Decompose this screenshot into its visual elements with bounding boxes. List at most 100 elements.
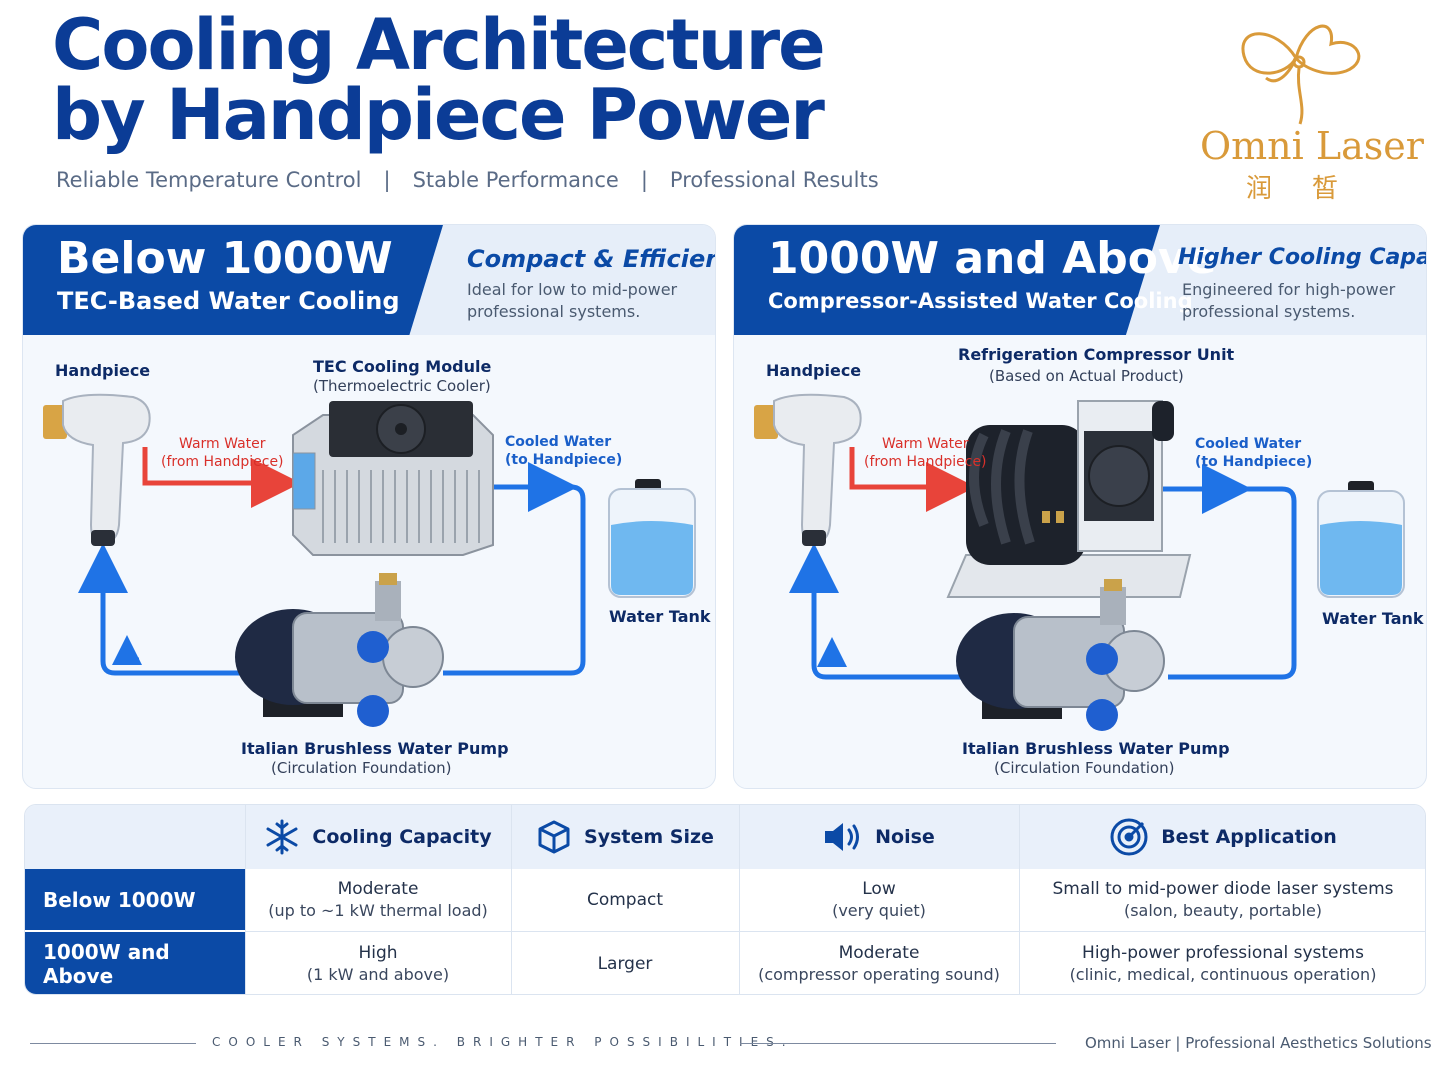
row-label-1000w-and-above: 1000W and Above bbox=[25, 932, 245, 994]
header-label: Best Application bbox=[1161, 826, 1337, 848]
pump-sublabel: (Circulation Foundation) bbox=[271, 759, 452, 777]
pump-sublabel: (Circulation Foundation) bbox=[994, 759, 1175, 777]
cell-value: Moderate bbox=[838, 943, 920, 963]
tec-module-icon bbox=[292, 401, 494, 556]
warm-water-label: Warm Water (from Handpiece) bbox=[161, 435, 284, 471]
cool-water-pipe bbox=[1156, 486, 1297, 680]
snowflake-icon bbox=[266, 819, 298, 855]
panel-title-band bbox=[23, 225, 443, 335]
cell-value: High-power professional systems bbox=[1082, 943, 1364, 963]
header-system-size: System Size bbox=[511, 805, 739, 869]
subtitle-item-1: Reliable Temperature Control bbox=[56, 168, 362, 192]
panel-subtitle: TEC-Based Water Cooling bbox=[57, 287, 400, 315]
cell-value: Small to mid-power diode laser systems bbox=[1052, 878, 1394, 899]
water-tank-label: Water Tank bbox=[1322, 609, 1424, 628]
cooled-water-text: Cooled Water bbox=[505, 434, 612, 450]
omni-laser-logo-icon bbox=[1241, 24, 1361, 125]
footer-brand: Omni Laser | Professional Aesthetics Sol… bbox=[1085, 1034, 1432, 1052]
cube-icon bbox=[538, 820, 570, 854]
warm-water-label: Warm Water (from Handpiece) bbox=[864, 435, 987, 471]
divider bbox=[245, 931, 1425, 932]
cell-cooling: High (1 kW and above) bbox=[245, 932, 511, 994]
panel-description: Ideal for low to mid-power professional … bbox=[467, 280, 678, 321]
panel-subtitle: Compressor-Assisted Water Cooling bbox=[768, 289, 1193, 313]
speaker-icon bbox=[825, 823, 860, 851]
title-line-1: Cooling Architecture bbox=[52, 4, 826, 86]
panel-description: Engineered for high-power professional s… bbox=[1182, 280, 1396, 321]
cell-subvalue: (up to ~1 kW thermal load) bbox=[268, 900, 488, 920]
cell-noise: Moderate (compressor operating sound) bbox=[739, 932, 1019, 994]
panel-title: 1000W and Above bbox=[768, 233, 1217, 284]
title-line-2: by Handpiece Power bbox=[52, 74, 825, 156]
subtitle-item-2: Stable Performance bbox=[412, 168, 619, 192]
target-icon bbox=[1110, 818, 1148, 856]
cell-value: Compact bbox=[586, 889, 664, 910]
subtitle: Reliable Temperature Control | Stable Pe… bbox=[56, 168, 879, 192]
header-noise: Noise bbox=[739, 805, 1019, 869]
divider bbox=[245, 805, 246, 994]
cell-subvalue: (compressor operating sound) bbox=[758, 965, 1000, 984]
water-tank-icon bbox=[1317, 481, 1405, 598]
water-pump-icon bbox=[956, 579, 1165, 731]
warm-water-text: Warm Water bbox=[179, 436, 266, 452]
cell-value: High bbox=[358, 943, 398, 963]
cell-subvalue: (salon, beauty, portable) bbox=[1123, 900, 1323, 920]
cooled-water-text: Cooled Water bbox=[1195, 436, 1302, 452]
pump-label: Italian Brushless Water Pump bbox=[962, 739, 1230, 758]
compressor-unit-icon bbox=[946, 400, 1192, 598]
warm-water-subtext: (from Handpiece) bbox=[864, 454, 987, 470]
footer-tagline: COOLER SYSTEMS. BRIGHTER POSSIBILITIES. bbox=[212, 1035, 794, 1049]
handpiece-icon bbox=[754, 393, 862, 546]
warm-water-pipe bbox=[142, 447, 301, 508]
cell-value: Larger bbox=[597, 954, 653, 974]
warm-water-pipe bbox=[849, 447, 976, 512]
water-tank-label: Water Tank bbox=[609, 607, 711, 626]
cell-cooling: Moderate (up to ~1 kW thermal load) bbox=[245, 869, 511, 930]
subtitle-separator: | bbox=[383, 168, 391, 192]
divider bbox=[511, 805, 512, 994]
cell-subvalue: (very quiet) bbox=[832, 900, 926, 920]
tec-loop-diagram bbox=[43, 393, 696, 727]
divider bbox=[1019, 805, 1020, 994]
header-best-application: Best Application bbox=[1019, 805, 1425, 869]
cooled-water-label: Cooled Water (to Handpiece) bbox=[505, 433, 622, 469]
footer-divider bbox=[30, 1043, 196, 1044]
panel-1000w-and-above: 1000W and Above Compressor-Assisted Wate… bbox=[733, 224, 1427, 789]
panel-tagline: Compact & Efficient bbox=[467, 245, 716, 273]
cooled-water-label: Cooled Water (to Handpiece) bbox=[1195, 435, 1312, 471]
warm-water-subtext: (from Handpiece) bbox=[161, 454, 284, 470]
pump-label: Italian Brushless Water Pump bbox=[241, 739, 509, 758]
warm-water-text: Warm Water bbox=[882, 436, 969, 452]
footer-divider bbox=[740, 1043, 1056, 1044]
cell-value: Low bbox=[862, 878, 896, 899]
divider bbox=[739, 805, 740, 994]
handpiece-label: Handpiece bbox=[766, 361, 862, 380]
cooled-water-subtext: (to Handpiece) bbox=[1195, 454, 1313, 470]
panel-below-1000w: Below 1000W TEC-Based Water Cooling Comp… bbox=[22, 224, 716, 789]
header-label: Noise bbox=[875, 826, 935, 848]
water-tank-icon bbox=[608, 479, 696, 598]
cell-subvalue: (1 kW and above) bbox=[306, 965, 450, 984]
comparison-table: Cooling Capacity System Size Noise Best … bbox=[24, 804, 1426, 995]
cell-value: Moderate bbox=[337, 878, 419, 899]
module-sublabel: (Thermoelectric Cooler) bbox=[313, 377, 491, 395]
water-pump-icon bbox=[235, 573, 444, 727]
table-header-row bbox=[25, 805, 1425, 869]
cell-application: High-power professional systems (clinic,… bbox=[1019, 932, 1425, 994]
cell-application: Small to mid-power diode laser systems (… bbox=[1019, 869, 1425, 930]
return-pipe bbox=[789, 543, 970, 680]
header-cooling-capacity: Cooling Capacity bbox=[245, 805, 511, 869]
cell-size: Larger bbox=[511, 932, 739, 994]
return-pipe bbox=[78, 543, 263, 676]
footer-separator: | bbox=[1175, 1034, 1181, 1052]
header-label: System Size bbox=[584, 826, 714, 848]
module-label: TEC Cooling Module bbox=[313, 357, 492, 376]
subtitle-item-3: Professional Results bbox=[669, 168, 879, 192]
handpiece-label: Handpiece bbox=[55, 361, 151, 380]
header-label: Cooling Capacity bbox=[312, 826, 492, 848]
cell-subvalue: (clinic, medical, continuous operation) bbox=[1069, 965, 1377, 984]
cell-size: Compact bbox=[511, 869, 739, 930]
module-label: Refrigeration Compressor Unit bbox=[958, 345, 1235, 364]
footer-brand-tag: Professional Aesthetics Solutions bbox=[1185, 1034, 1432, 1052]
logo-chinese: 润皙 bbox=[1246, 174, 1379, 204]
